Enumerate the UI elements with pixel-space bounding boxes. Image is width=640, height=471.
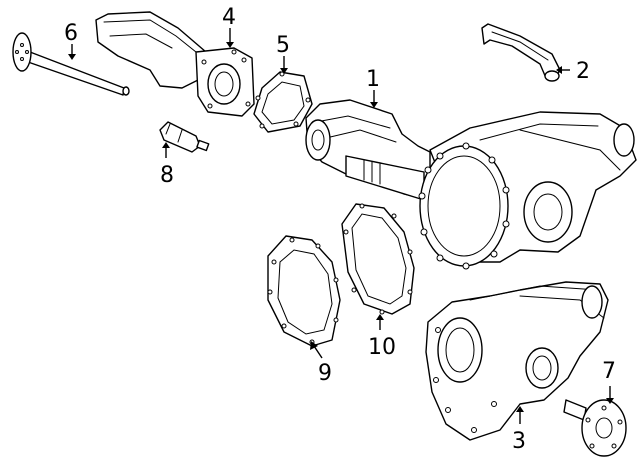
flange-part-7: [563, 399, 627, 457]
axle-housing-part-4: [95, 11, 255, 117]
callout-7: 7: [602, 359, 616, 384]
callout-1: 1: [366, 67, 380, 92]
callout-6: 6: [64, 21, 78, 46]
callout-labels: 6 4 5 1 2 8 7 3 10 9: [64, 5, 616, 454]
gasket-part-10: [341, 203, 415, 315]
bracket-part-2: [481, 23, 561, 82]
gasket-part-5: [253, 71, 313, 133]
callout-9: 9: [318, 361, 332, 386]
callout-4: 4: [222, 5, 236, 30]
callout-5: 5: [276, 33, 290, 58]
sensor-part-8: [159, 121, 210, 153]
cover-part-9: [267, 235, 341, 347]
axle-carrier-assembly-part-1: [305, 99, 637, 270]
callout-2: 2: [576, 59, 590, 84]
callout-10: 10: [368, 335, 396, 360]
callout-3: 3: [512, 429, 526, 454]
axle-shaft-part-6: [12, 32, 130, 96]
callout-8: 8: [160, 163, 174, 188]
callout-leaders: [68, 28, 614, 424]
differential-housing-part-3: [425, 281, 609, 441]
